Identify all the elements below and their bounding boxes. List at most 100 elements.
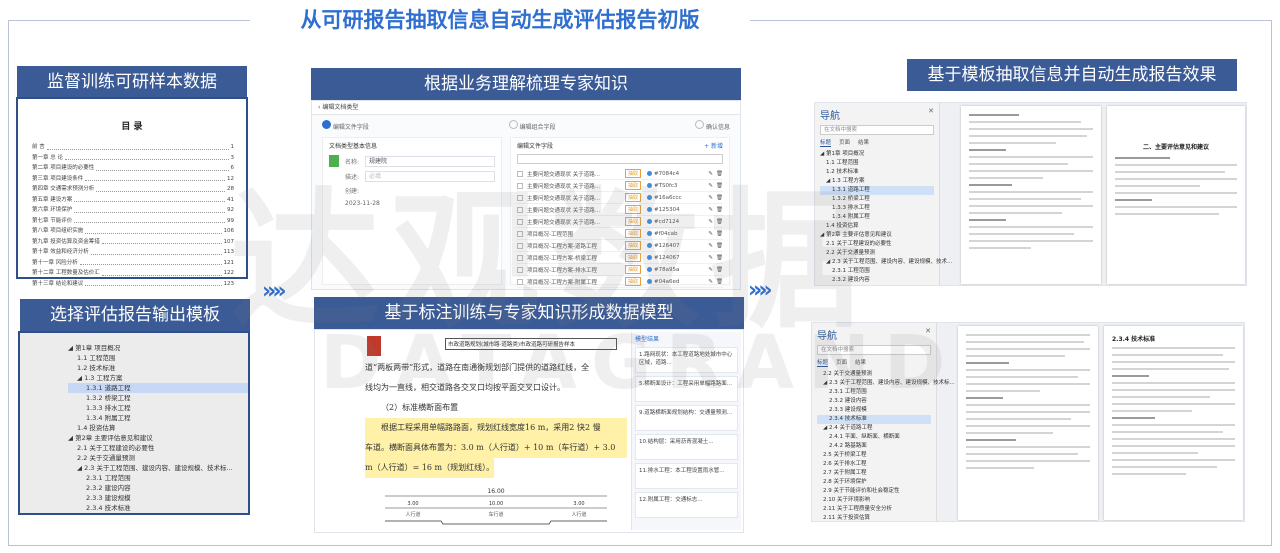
edit-icon[interactable]: ✎	[708, 182, 714, 189]
delete-icon[interactable]: 🗑	[716, 278, 723, 285]
tree-item[interactable]: 1.3.3 排水工程	[832, 205, 870, 211]
delete-icon[interactable]: 🗑	[716, 266, 723, 273]
tree-item[interactable]: 1.4 投资估算	[77, 424, 116, 432]
field-row[interactable]: 项目概况-工程方案-道路工程抽取#126407✎🗑	[517, 240, 723, 252]
edit-icon[interactable]: ✎	[708, 254, 714, 261]
delete-icon[interactable]: 🗑	[716, 182, 723, 189]
model-result-item[interactable]: 11.排水工程：本工程设置雨水管...	[635, 463, 738, 489]
tree-item[interactable]: ◢ 第2章 主要评估意见和建议	[820, 232, 892, 238]
tree-item[interactable]: ◢ 2.3 关于工程范围、建设内容、建设规模、技术标...	[77, 464, 233, 472]
field-row[interactable]: 主要问题交通现状 关于道路...抽取#125304✎🗑	[517, 204, 723, 216]
tree-item[interactable]: 2.2 关于交通量预测	[77, 454, 135, 462]
edit-icon[interactable]: ✎	[708, 170, 714, 177]
step-3[interactable]: 确认信息	[695, 120, 730, 131]
tree-item[interactable]: 2.3.4 技术标准	[86, 504, 131, 512]
checkbox[interactable]	[517, 182, 523, 189]
nav-search-bottom[interactable]: 在文档中搜索	[817, 345, 931, 355]
field-row[interactable]: 主要问题交通现状 关于道路...抽取#7084c4✎🗑	[517, 168, 723, 180]
model-result-item[interactable]: 1.路网现状：本工程道路地处城市中心区域，道路...	[635, 347, 738, 373]
add-field-button[interactable]: + 新增	[704, 143, 723, 150]
tree-item[interactable]: 2.7 关于附属工程	[823, 470, 867, 476]
nav-tab-pages[interactable]: 页面	[836, 360, 848, 366]
checkbox[interactable]	[517, 218, 523, 225]
tree-item[interactable]: 2.3.2 建设内容	[86, 484, 131, 492]
tree-item[interactable]: 2.4.1 平面、纵断面、横断面	[829, 434, 900, 440]
tree-item[interactable]: 2.3.4 技术标准	[817, 415, 931, 424]
checkbox[interactable]	[517, 266, 523, 273]
delete-icon[interactable]: 🗑	[716, 242, 723, 249]
tree-item[interactable]: 2.11 关于工程质量安全分析	[823, 506, 892, 512]
tree-item[interactable]: 2.9 关于节能评价和社会稳定性	[823, 488, 900, 494]
edit-icon[interactable]: ✎	[708, 266, 714, 273]
tree-item[interactable]: 1.2 技术标准	[77, 364, 116, 372]
tree-item[interactable]: 2.1 关于工程建设的必要性	[826, 241, 892, 247]
tree-item[interactable]: 2.3.1 工程范围	[832, 268, 870, 274]
tree-item[interactable]: 2.3.3 建设规模	[829, 407, 867, 413]
tree-item[interactable]: 1.4 投资估算	[826, 223, 859, 229]
tree-item[interactable]: ◢ 2.3 关于工程范围、建设内容、建设规模、技术...	[826, 259, 953, 265]
model-result-item[interactable]: 5.横断面设计：工程采用单幅路路面...	[635, 376, 738, 402]
tree-item[interactable]: 2.2 关于交通量预测	[826, 250, 875, 256]
tree-item[interactable]: 2.1 关于工程建设的必要性	[77, 444, 155, 452]
name-input[interactable]: 规建院	[365, 155, 495, 167]
tree-item[interactable]: 2.10 关于环境影响	[823, 497, 870, 503]
tree-item[interactable]: ◢ 第1章 项目概况	[68, 344, 121, 352]
step-2[interactable]: 编辑组合字段	[508, 120, 555, 131]
field-row[interactable]: 项目概况-工程方案-排水工程抽取#78a95a✎🗑	[517, 264, 723, 276]
tree-item[interactable]: 2.3.1 工程范围	[829, 389, 867, 395]
checkbox[interactable]	[517, 206, 523, 213]
tree-item[interactable]: 2.8 关于环境保护	[823, 479, 867, 485]
checkbox[interactable]	[517, 242, 523, 249]
tree-item[interactable]: 1.1 工程范围	[826, 160, 859, 166]
edit-icon[interactable]: ✎	[708, 230, 714, 237]
tree-item[interactable]: 2.11 关于投资估算	[823, 515, 870, 521]
edit-icon[interactable]: ✎	[708, 278, 714, 285]
delete-icon[interactable]: 🗑	[716, 170, 723, 177]
tree-item[interactable]: 2.3.2 建设内容	[832, 277, 870, 283]
close-icon[interactable]: ✕	[928, 107, 934, 115]
nav-tab-headings[interactable]: 标题	[817, 360, 829, 367]
tree-item[interactable]: 2.3.1 工程范围	[86, 474, 131, 482]
tree-item[interactable]: ◢ 2.3 关于工程范围、建设内容、建设规模、技术标...	[823, 380, 955, 386]
field-search-input[interactable]	[517, 154, 723, 164]
edit-icon[interactable]: ✎	[708, 242, 714, 249]
tree-item[interactable]: 1.1 工程范围	[77, 354, 116, 362]
nav-search-top[interactable]: 在文档中搜索	[820, 125, 934, 135]
model-result-item[interactable]: 9.道路横断面规划结构：交通量预测...	[635, 405, 738, 431]
checkbox[interactable]	[517, 194, 523, 201]
tree-item[interactable]: ◢ 第1章 项目概况	[820, 151, 865, 157]
tree-item[interactable]: 2.3.3 建设规模	[86, 494, 131, 502]
edit-icon[interactable]: ✎	[708, 194, 714, 201]
tree-item[interactable]: 2.3.3 建设规模	[820, 285, 934, 286]
tree-item[interactable]: 1.2 技术标准	[826, 169, 859, 175]
tree-item[interactable]: 1.3.1 道路工程	[68, 383, 248, 393]
tree-item[interactable]: 1.3.4 附属工程	[832, 214, 870, 220]
tree-item[interactable]: ◢ 第2章 主要评估意见和建议	[68, 434, 153, 442]
nav-tab-results[interactable]: 结果	[855, 360, 867, 366]
field-row[interactable]: 主要问题交通现状 关于道路...抽取#16a6ccc✎🗑	[517, 192, 723, 204]
edit-icon[interactable]: ✎	[708, 206, 714, 213]
tree-item[interactable]: 2.5 关于桥梁工程	[823, 452, 867, 458]
tree-item[interactable]: 1.3.2 桥梁工程	[832, 196, 870, 202]
model-result-item[interactable]: 10.结构层：采用沥青混凝土...	[635, 434, 738, 460]
tree-item[interactable]: ◢ 1.3 工程方案	[77, 374, 123, 382]
tree-item[interactable]: 2.6 关于排水工程	[823, 461, 867, 467]
nav-tab-headings[interactable]: 标题	[820, 140, 832, 147]
field-row[interactable]: 主要问题交通现状 关于道路...抽取#TS0fc3✎🗑	[517, 180, 723, 192]
field-row[interactable]: 项目概况-工程范围抽取#f04cab✎🗑	[517, 228, 723, 240]
delete-icon[interactable]: 🗑	[716, 206, 723, 213]
delete-icon[interactable]: 🗑	[716, 194, 723, 201]
field-row[interactable]: 主要问题交通现状 关于道路...抽取#cd7124✎🗑	[517, 216, 723, 228]
delete-icon[interactable]: 🗑	[716, 218, 723, 225]
step-1[interactable]: 编辑文件字段	[322, 120, 369, 131]
tree-item[interactable]: 1.3.4 附属工程	[86, 414, 131, 422]
checkbox[interactable]	[517, 254, 523, 261]
checkbox[interactable]	[517, 170, 523, 177]
back-icon[interactable]: ‹	[318, 104, 321, 111]
tree-item[interactable]: ◢ 1.3 工程方案	[826, 178, 865, 184]
checkbox[interactable]	[517, 230, 523, 237]
delete-icon[interactable]: 🗑	[716, 254, 723, 261]
checkbox[interactable]	[517, 278, 523, 285]
close-icon[interactable]: ✕	[925, 327, 931, 335]
tree-item[interactable]: 2.2 关于交通量预测	[823, 371, 872, 377]
